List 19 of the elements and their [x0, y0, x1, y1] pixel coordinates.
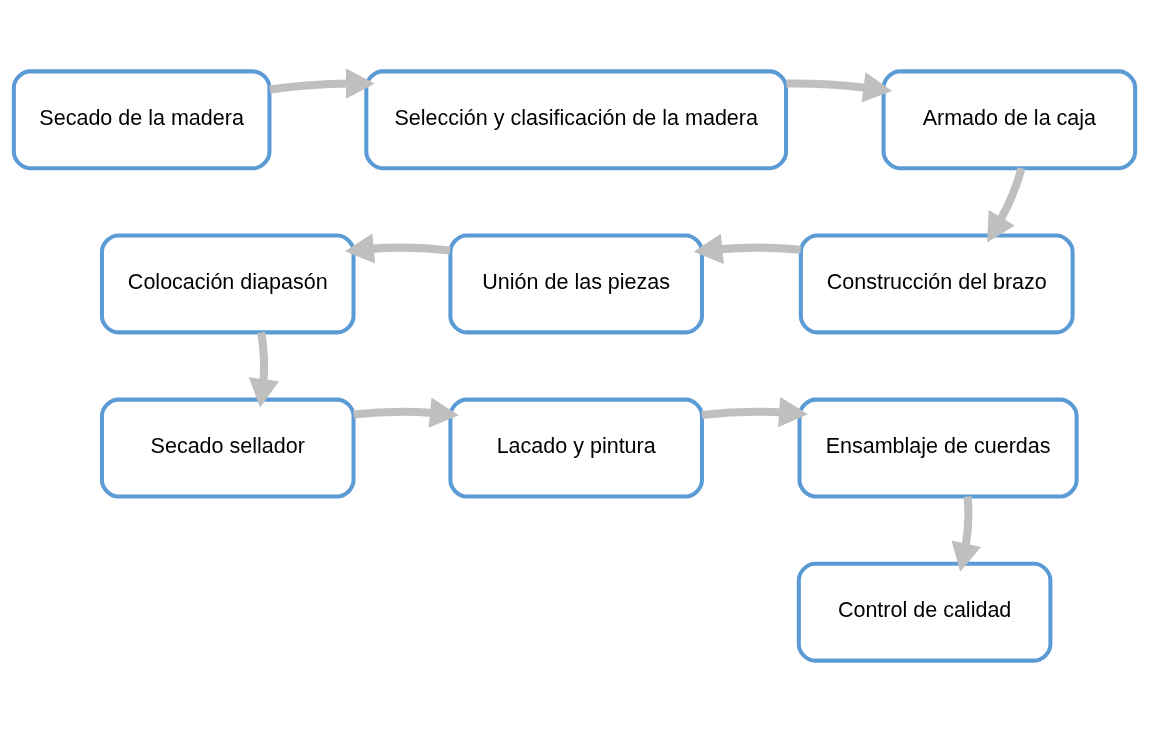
arrow	[269, 67, 375, 99]
node-box: Secado sellador	[99, 397, 356, 498]
arrow	[786, 71, 893, 102]
node-box: Unión de las piezas	[448, 233, 704, 334]
node-box: Lacado y pintura	[448, 397, 704, 498]
node-box: Selección y clasificación de la madera	[364, 68, 789, 170]
node-box: Secado de la madera	[11, 68, 272, 170]
arrow	[345, 232, 451, 264]
node-box: Ensamblaje de cuerdas	[797, 397, 1079, 498]
node-box: Armado de la caja	[881, 68, 1138, 170]
arrow	[693, 233, 802, 264]
arrow	[987, 166, 1026, 243]
arrow	[353, 397, 459, 428]
arrow	[951, 495, 982, 572]
arrow	[248, 331, 279, 408]
node-box: Colocación diapasón	[99, 233, 356, 334]
node-box: Construcción del brazo	[798, 233, 1075, 334]
node-box: Control de calidad	[796, 561, 1053, 663]
arrow	[701, 396, 808, 427]
